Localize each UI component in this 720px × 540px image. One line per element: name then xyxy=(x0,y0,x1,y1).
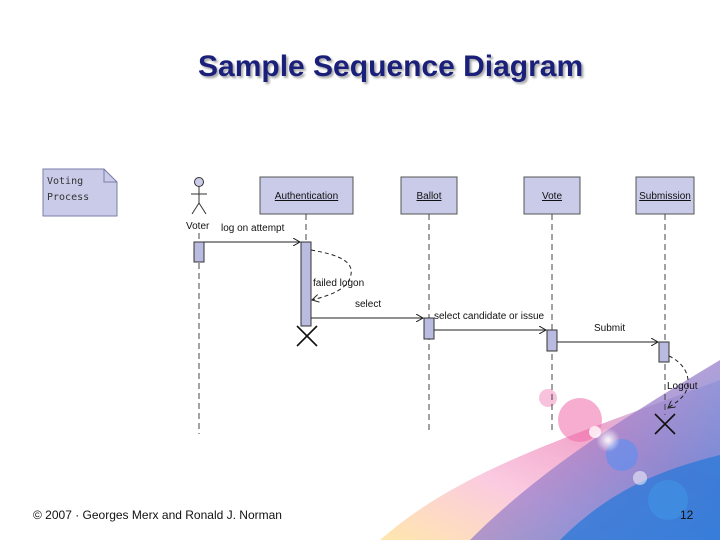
lifeline-ballot: Ballot xyxy=(400,176,458,215)
lifeline-label-ballot: Ballot xyxy=(416,191,441,202)
activation-authentication xyxy=(300,241,312,327)
lifeline-submission: Submission xyxy=(635,176,695,215)
lifeline-label-submission: Submission xyxy=(639,191,691,202)
destroy-marker-submission xyxy=(654,413,676,435)
activation-voter xyxy=(193,241,205,263)
lifeline-authentication: Authentication xyxy=(259,176,354,215)
destroy-marker-authentication xyxy=(296,325,318,347)
actor-head xyxy=(194,177,204,187)
lifeline-label-authentication: Authentication xyxy=(275,191,338,202)
message-label-submit: Submit xyxy=(594,323,625,334)
slide-title: Sample Sequence Diagram xyxy=(198,50,584,83)
actor-label: Voter xyxy=(186,221,210,232)
activation-submission xyxy=(658,341,670,363)
message-label-select: select xyxy=(355,299,381,310)
message-logout xyxy=(668,355,689,408)
note-line-1: Voting xyxy=(47,176,83,187)
message-failed-logon xyxy=(310,249,352,300)
note-box: Voting Process xyxy=(42,168,118,217)
activation-ballot xyxy=(423,317,435,340)
page-number: 12 xyxy=(680,508,694,522)
lifeline-label-vote: Vote xyxy=(542,191,562,202)
note-line-2: Process xyxy=(47,192,89,203)
lifeline-vote: Vote xyxy=(523,176,581,215)
message-label-failed-logon: failed logon xyxy=(313,278,364,289)
actor-voter: Voter xyxy=(186,177,210,232)
footer-copyright: © 2007 · Georges Merx and Ronald J. Norm… xyxy=(33,508,282,522)
message-label-select-candidate: select candidate or issue xyxy=(434,311,545,322)
activation-vote xyxy=(546,329,558,352)
message-label-logout: Logout xyxy=(667,381,698,392)
message-label-logon-attempt: log on attempt xyxy=(221,223,285,234)
